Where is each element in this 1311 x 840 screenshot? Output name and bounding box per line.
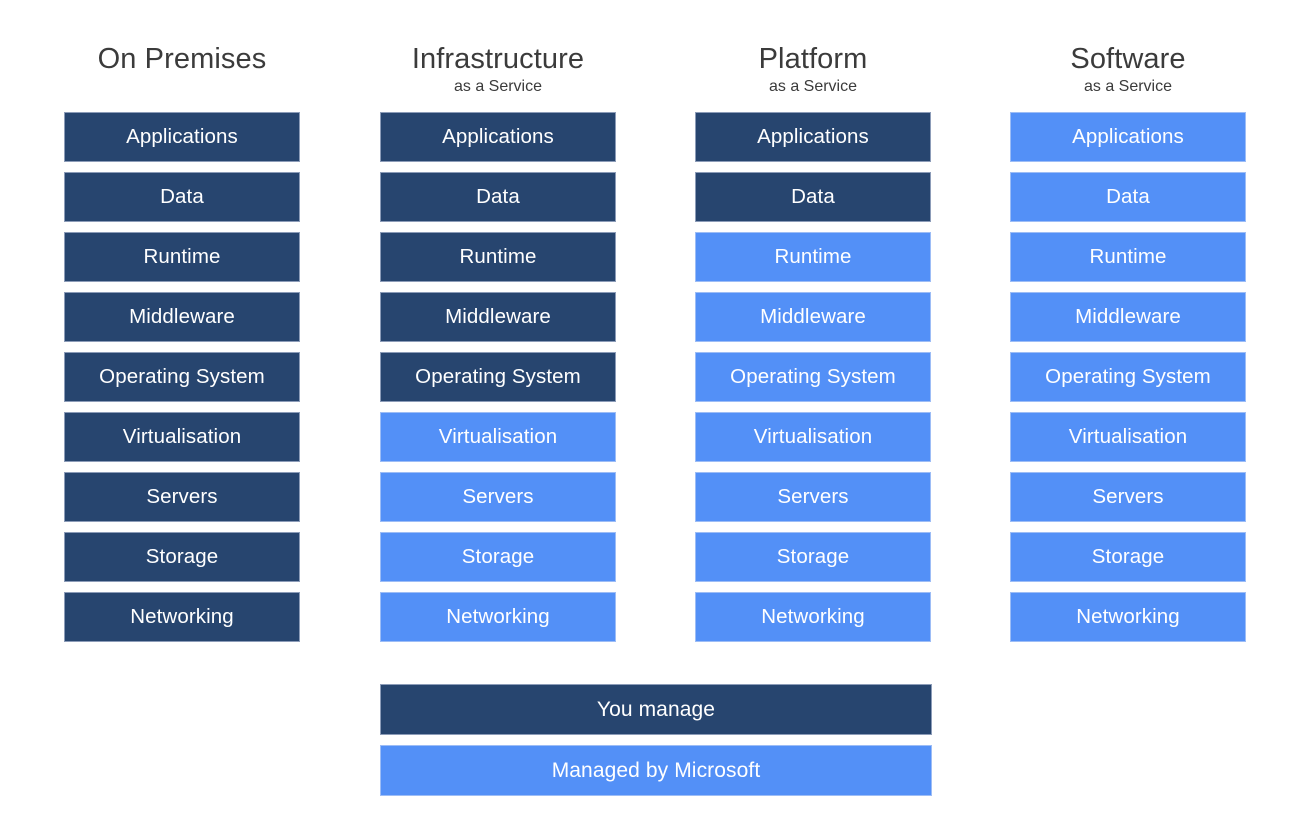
layer-box[interactable]: Middleware	[1010, 292, 1246, 342]
column-title: Infrastructure	[411, 43, 585, 75]
column-subtitle: as a Service	[768, 78, 858, 95]
layer-box[interactable]: Applications	[1010, 112, 1246, 162]
layer-box[interactable]: Operating System	[380, 352, 616, 402]
layer-box[interactable]: Runtime	[1010, 232, 1246, 282]
layer-box[interactable]: Storage	[380, 532, 616, 582]
column-header-infrastructure-as-a-service: Infrastructure as a Service	[358, 42, 638, 96]
column-header-on-premises: On Premises	[42, 42, 322, 76]
column-header-platform-as-a-service: Platform as a Service	[673, 42, 953, 96]
layer-box[interactable]: Storage	[695, 532, 931, 582]
layer-box[interactable]: Operating System	[695, 352, 931, 402]
column-title: On Premises	[97, 43, 267, 75]
layer-box[interactable]: Data	[1010, 172, 1246, 222]
layer-box[interactable]: Applications	[380, 112, 616, 162]
layer-box[interactable]: Middleware	[380, 292, 616, 342]
layer-box[interactable]: Networking	[64, 592, 300, 642]
layer-box[interactable]: Operating System	[64, 352, 300, 402]
layer-box[interactable]: Virtualisation	[695, 412, 931, 462]
layer-box[interactable]: Applications	[64, 112, 300, 162]
layer-box[interactable]: Virtualisation	[64, 412, 300, 462]
layer-box[interactable]: Servers	[695, 472, 931, 522]
layer-box[interactable]: Applications	[695, 112, 931, 162]
column-subtitle: as a Service	[453, 78, 543, 95]
layer-box[interactable]: Servers	[1010, 472, 1246, 522]
layer-box[interactable]: Data	[695, 172, 931, 222]
layer-box[interactable]: Virtualisation	[380, 412, 616, 462]
layer-box[interactable]: Storage	[1010, 532, 1246, 582]
layer-box[interactable]: Storage	[64, 532, 300, 582]
layer-box[interactable]: Middleware	[64, 292, 300, 342]
layer-box[interactable]: Data	[64, 172, 300, 222]
layer-box[interactable]: Runtime	[380, 232, 616, 282]
column-title: Platform	[758, 43, 868, 75]
layer-box[interactable]: Servers	[380, 472, 616, 522]
legend-bar-you-manage: You manage	[380, 684, 932, 735]
layer-box[interactable]: Middleware	[695, 292, 931, 342]
layer-box[interactable]: Networking	[695, 592, 931, 642]
layer-box[interactable]: Networking	[1010, 592, 1246, 642]
layer-box[interactable]: Runtime	[695, 232, 931, 282]
column-header-software-as-a-service: Software as a Service	[988, 42, 1268, 96]
column-title: Software	[1070, 43, 1186, 75]
legend-bar-managed-by-microsoft: Managed by Microsoft	[380, 745, 932, 796]
layer-box[interactable]: Networking	[380, 592, 616, 642]
layer-box[interactable]: Servers	[64, 472, 300, 522]
layer-box[interactable]: Operating System	[1010, 352, 1246, 402]
column-subtitle: as a Service	[1083, 78, 1173, 95]
layer-box[interactable]: Data	[380, 172, 616, 222]
layer-box[interactable]: Runtime	[64, 232, 300, 282]
layer-box[interactable]: Virtualisation	[1010, 412, 1246, 462]
